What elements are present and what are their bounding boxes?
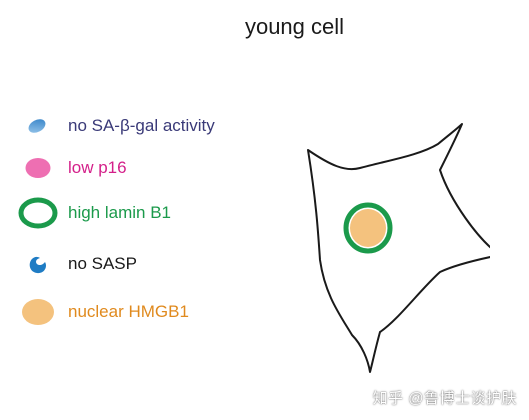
legend-item-hmgb1: nuclear HMGB1: [0, 294, 300, 330]
legend-label-sa-beta-gal: no SA-β-gal activity: [68, 116, 215, 135]
blue-ellipse-icon: [28, 119, 46, 133]
legend-item-sasp: no SASP: [0, 246, 300, 282]
legend-item-p16: low p16: [0, 150, 300, 186]
legend-label-p16: low p16: [68, 158, 127, 177]
young-cell-illustration: [307, 123, 490, 373]
legend-item-lamin-b1: high lamin B1: [0, 195, 300, 231]
nucleus-lamin-ring: [343, 202, 393, 254]
nucleus-hmgb1: [350, 209, 386, 247]
orange-ellipse-icon: [22, 299, 54, 325]
blue-droplet-icon: [29, 256, 47, 274]
legend-label-sasp: no SASP: [68, 254, 137, 273]
cell-outline: [307, 123, 490, 373]
green-ring-icon: [18, 197, 58, 229]
legend-label-lamin-b1: high lamin B1: [68, 203, 172, 222]
watermark-text: 知乎 @鲁博士谈护肤: [372, 390, 517, 407]
legend-item-sa-beta-gal: no SA-β-gal activity: [0, 108, 300, 144]
legend-label-hmgb1: nuclear HMGB1: [68, 302, 189, 321]
diagram-title: young cell: [244, 14, 345, 39]
pink-ellipse-icon: [25, 158, 51, 178]
